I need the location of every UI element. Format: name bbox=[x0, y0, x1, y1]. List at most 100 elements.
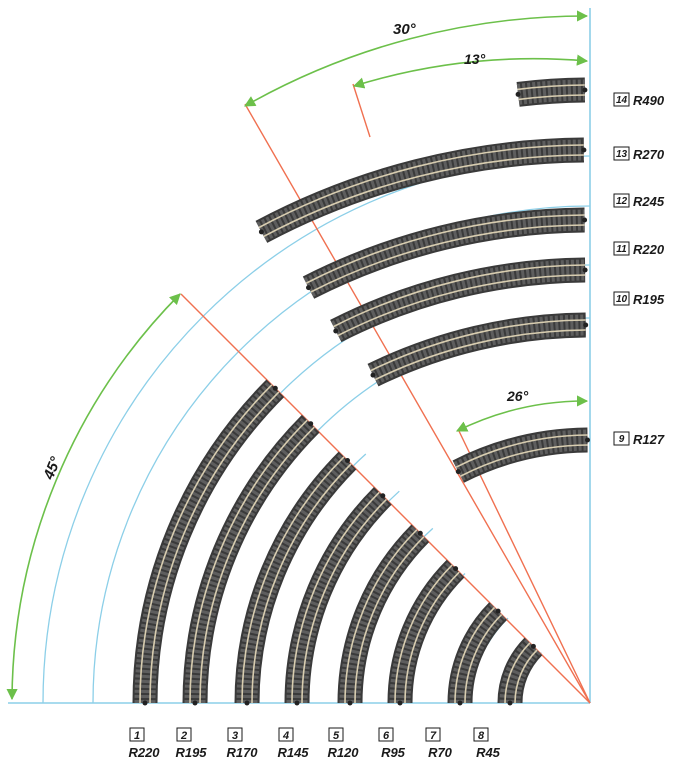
track-sleepers bbox=[331, 259, 586, 341]
track-rail bbox=[404, 571, 460, 704]
track-joiner bbox=[585, 437, 590, 443]
track-joiner bbox=[582, 267, 588, 273]
track-2 bbox=[182, 414, 320, 706]
track-number: 14 bbox=[616, 95, 628, 106]
track-joiner bbox=[457, 700, 463, 706]
track-bed bbox=[234, 451, 357, 704]
track-number-box bbox=[613, 291, 630, 306]
track-rail bbox=[394, 564, 453, 704]
track-number: 1 bbox=[134, 730, 140, 742]
track-rail bbox=[251, 463, 352, 704]
track-number: 12 bbox=[616, 196, 628, 207]
track-rail bbox=[514, 649, 538, 704]
track-rail bbox=[305, 214, 585, 284]
track-joiner bbox=[515, 91, 521, 97]
track-number-box bbox=[378, 727, 394, 742]
track-radius: R70 bbox=[428, 745, 453, 760]
track-joiner bbox=[258, 229, 264, 235]
track-joiner bbox=[455, 469, 461, 475]
track-joiner bbox=[581, 147, 587, 153]
track-joiner bbox=[453, 566, 459, 572]
track-radius: R245 bbox=[633, 194, 665, 209]
track-sleepers bbox=[184, 416, 319, 704]
track-rail bbox=[337, 274, 586, 337]
track-joiner bbox=[272, 385, 278, 391]
track-joiner bbox=[380, 493, 386, 499]
track-joiner bbox=[583, 322, 589, 328]
track-radius: R170 bbox=[226, 745, 258, 760]
track-12 bbox=[302, 207, 588, 299]
track-joiner bbox=[495, 608, 501, 614]
track-rail bbox=[333, 264, 586, 328]
track-14 bbox=[515, 77, 588, 107]
track-number: 6 bbox=[383, 730, 390, 742]
track-radius: R127 bbox=[633, 432, 665, 447]
track-number: 7 bbox=[430, 730, 437, 742]
track-3 bbox=[234, 451, 357, 706]
track-joiner bbox=[244, 700, 250, 706]
track-rail bbox=[460, 444, 588, 477]
angle-label-30: 30° bbox=[393, 21, 417, 38]
track-joiner bbox=[333, 328, 339, 334]
track-label-14: 14 R490 bbox=[613, 92, 665, 108]
track-number: 11 bbox=[616, 244, 627, 255]
track-rail bbox=[263, 154, 584, 238]
track-5 bbox=[337, 524, 430, 706]
track-sleepers bbox=[449, 603, 506, 704]
track-rail bbox=[454, 606, 496, 704]
track-number-box bbox=[176, 727, 192, 742]
track-joiner bbox=[142, 700, 148, 706]
track-7 bbox=[447, 602, 508, 706]
angle-arrow-45 bbox=[6, 293, 181, 701]
track-joiner bbox=[397, 700, 403, 706]
track-number-box bbox=[425, 727, 441, 742]
track-number: 5 bbox=[333, 730, 340, 742]
track-joiner bbox=[507, 700, 513, 706]
angle-label-45: 45° bbox=[40, 454, 65, 483]
track-radius: R490 bbox=[633, 93, 665, 108]
track-10 bbox=[367, 312, 589, 387]
track-number-box bbox=[613, 431, 630, 446]
angle-arrow-26 bbox=[455, 395, 589, 432]
track-number: 9 bbox=[619, 434, 625, 445]
track-rail bbox=[258, 144, 584, 229]
track-sleepers bbox=[286, 488, 391, 704]
track-6 bbox=[387, 559, 465, 706]
track-rail bbox=[291, 491, 380, 704]
track-radius: R95 bbox=[381, 745, 406, 760]
track-joiner bbox=[306, 285, 311, 291]
track-radius: R120 bbox=[327, 745, 359, 760]
track-8 bbox=[497, 637, 543, 706]
track-joiner bbox=[530, 643, 536, 649]
track-number-box bbox=[613, 92, 630, 107]
track-sleepers bbox=[339, 525, 428, 704]
track-number-box bbox=[473, 727, 489, 742]
track-radius: R195 bbox=[175, 745, 207, 760]
track-sleepers bbox=[368, 314, 586, 385]
track-joiner bbox=[370, 372, 376, 378]
track-rail bbox=[344, 529, 418, 704]
track-number-box bbox=[129, 727, 145, 742]
track-rail bbox=[464, 614, 503, 704]
track-4 bbox=[284, 486, 392, 706]
track-number-box bbox=[227, 727, 243, 742]
track-rail bbox=[241, 456, 345, 704]
track-number: 3 bbox=[232, 730, 238, 742]
track-radius: R270 bbox=[633, 147, 665, 162]
track-joiner bbox=[417, 530, 423, 536]
track-radius: R45 bbox=[476, 745, 501, 760]
track-joiner bbox=[582, 217, 588, 223]
track-number-box bbox=[328, 727, 344, 742]
track-rail bbox=[301, 498, 387, 704]
track-label-9: 9 R127 bbox=[613, 431, 665, 447]
track-rail bbox=[199, 426, 315, 704]
